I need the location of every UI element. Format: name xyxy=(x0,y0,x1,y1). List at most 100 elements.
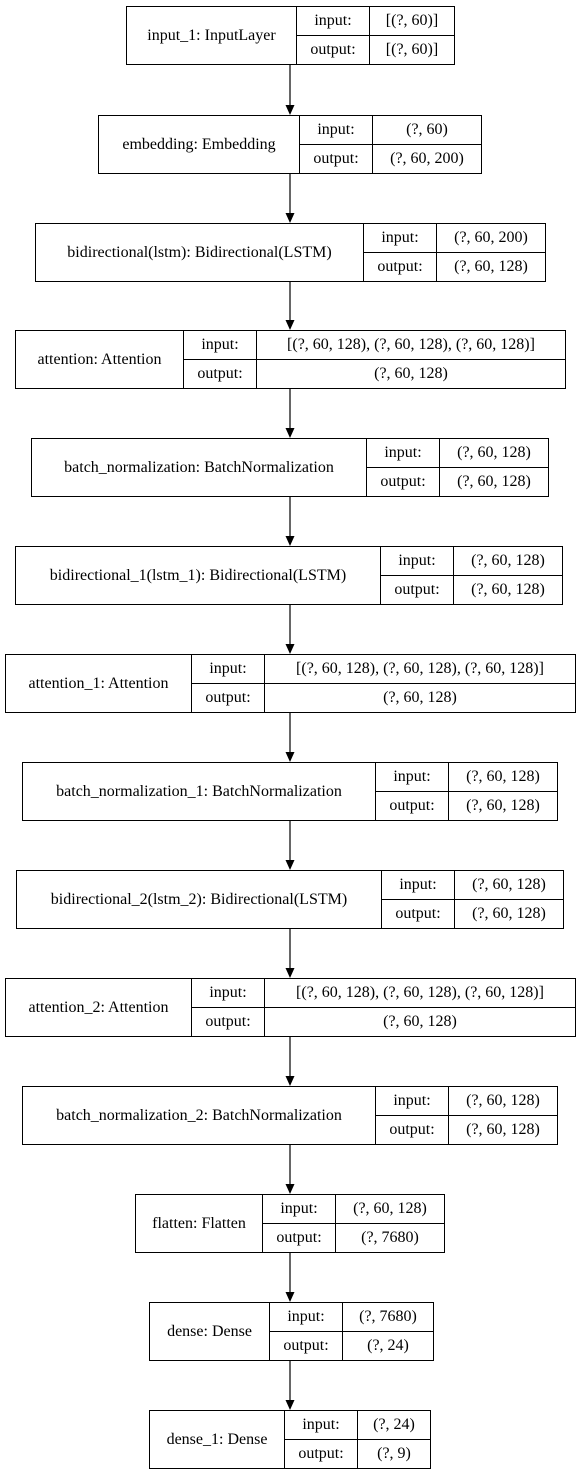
layer-io-table: input: (?, 60, 128) output: (?, 60, 128) xyxy=(381,547,562,604)
layer-io-table: input: (?, 60, 128) output: (?, 60, 128) xyxy=(382,871,563,928)
layer-io-table: input: [(?, 60, 128), (?, 60, 128), (?, … xyxy=(192,655,575,712)
output-row: output: (?, 60, 128) xyxy=(381,576,562,604)
edge-arrow xyxy=(285,1037,295,1086)
input-label: input: xyxy=(263,1195,336,1223)
input-row: input: (?, 60, 200) xyxy=(364,224,545,253)
layer-name: bidirectional(lstm): Bidirectional(LSTM) xyxy=(36,224,364,281)
input-shape: [(?, 60, 128), (?, 60, 128), (?, 60, 128… xyxy=(287,336,535,353)
output-row: output: [(?, 60)] xyxy=(297,36,454,64)
input-label: input: xyxy=(297,7,370,35)
input-row: input: (?, 60, 128) xyxy=(382,871,563,900)
layer-name: batch_normalization_2: BatchNormalizatio… xyxy=(23,1087,376,1144)
output-row: output: (?, 60, 128) xyxy=(364,253,545,281)
output-label: output: xyxy=(367,468,440,496)
output-shape: (?, 60, 200) xyxy=(390,150,464,167)
edge-arrow xyxy=(285,605,295,654)
output-label: output: xyxy=(270,1332,343,1360)
edge-arrow xyxy=(285,821,295,870)
layer-io-table: input: (?, 60, 128) output: (?, 60, 128) xyxy=(367,439,548,496)
arrowhead-icon xyxy=(285,320,295,330)
layer-name: flatten: Flatten xyxy=(136,1195,263,1252)
edge-arrow xyxy=(285,1361,295,1410)
input-label: input: xyxy=(184,331,257,359)
edge-arrow xyxy=(285,282,295,330)
input-row: input: (?, 60, 128) xyxy=(263,1195,444,1224)
arrowhead-icon xyxy=(285,752,295,762)
arrowhead-icon xyxy=(285,1292,295,1302)
layer-io-table: input: [(?, 60)] output: [(?, 60)] xyxy=(297,7,454,64)
input-row: input: [(?, 60, 128), (?, 60, 128), (?, … xyxy=(192,979,575,1008)
edge-arrow xyxy=(285,1145,295,1194)
edge-arrow xyxy=(285,929,295,978)
output-row: output: (?, 60, 128) xyxy=(192,1008,575,1036)
layer-node-batch-normalization-2: batch_normalization_2: BatchNormalizatio… xyxy=(22,1086,558,1145)
arrowhead-icon xyxy=(285,1184,295,1194)
input-label: input: xyxy=(381,547,454,575)
input-label: input: xyxy=(382,871,455,899)
input-label: input: xyxy=(192,979,265,1007)
layer-node-flatten: flatten: Flatten input: (?, 60, 128) out… xyxy=(135,1194,445,1253)
arrowhead-icon xyxy=(285,1400,295,1410)
output-label: output: xyxy=(184,360,257,388)
output-label: output: xyxy=(263,1224,336,1252)
input-label: input: xyxy=(376,1087,449,1115)
input-label: input: xyxy=(192,655,265,683)
output-shape: (?, 9) xyxy=(377,1445,411,1462)
output-row: output: (?, 7680) xyxy=(263,1224,444,1252)
input-row: input: (?, 60, 128) xyxy=(381,547,562,576)
input-row: input: (?, 24) xyxy=(285,1411,430,1440)
output-shape: (?, 60, 128) xyxy=(374,365,448,382)
layer-io-table: input: (?, 60, 128) output: (?, 60, 128) xyxy=(376,1087,557,1144)
input-row: input: [(?, 60, 128), (?, 60, 128), (?, … xyxy=(192,655,575,684)
edge-arrow xyxy=(285,65,295,115)
input-shape: (?, 7680) xyxy=(359,1308,417,1325)
arrowhead-icon xyxy=(285,1076,295,1086)
input-shape: (?, 60, 128) xyxy=(353,1200,427,1217)
layer-name: embedding: Embedding xyxy=(99,116,300,173)
arrowhead-icon xyxy=(285,536,295,546)
input-shape: (?, 24) xyxy=(373,1416,415,1433)
arrowhead-icon xyxy=(285,644,295,654)
layer-name: batch_normalization: BatchNormalization xyxy=(32,439,367,496)
edge-arrow xyxy=(285,1253,295,1302)
input-row: input: [(?, 60, 128), (?, 60, 128), (?, … xyxy=(184,331,565,360)
input-shape: (?, 60, 128) xyxy=(471,552,545,569)
output-shape: (?, 60, 128) xyxy=(454,258,528,275)
input-row: input: (?, 60) xyxy=(300,116,481,145)
input-label: input: xyxy=(300,116,373,144)
output-label: output: xyxy=(364,253,437,281)
output-shape: (?, 60, 128) xyxy=(471,581,545,598)
input-shape: (?, 60, 200) xyxy=(454,229,528,246)
input-label: input: xyxy=(270,1303,343,1331)
layer-name: dense: Dense xyxy=(150,1303,270,1360)
layer-node-bidirectional: bidirectional(lstm): Bidirectional(LSTM)… xyxy=(35,223,546,282)
output-shape: (?, 60, 128) xyxy=(466,797,540,814)
layer-io-table: input: (?, 60, 128) output: (?, 60, 128) xyxy=(376,763,557,820)
layer-node-batch-normalization: batch_normalization: BatchNormalization … xyxy=(31,438,549,497)
output-row: output: (?, 60, 128) xyxy=(376,792,557,820)
output-shape: (?, 7680) xyxy=(361,1229,419,1246)
layer-io-table: input: (?, 60, 128) output: (?, 7680) xyxy=(263,1195,444,1252)
output-label: output: xyxy=(382,900,455,928)
layer-node-embedding: embedding: Embedding input: (?, 60) outp… xyxy=(98,115,482,174)
input-row: input: [(?, 60)] xyxy=(297,7,454,36)
output-row: output: (?, 24) xyxy=(270,1332,433,1360)
input-shape: [(?, 60, 128), (?, 60, 128), (?, 60, 128… xyxy=(296,984,544,1001)
output-shape: (?, 60, 128) xyxy=(472,905,546,922)
layer-node-attention-1: attention_1: Attention input: [(?, 60, 1… xyxy=(5,654,576,713)
input-row: input: (?, 7680) xyxy=(270,1303,433,1332)
input-row: input: (?, 60, 128) xyxy=(367,439,548,468)
output-label: output: xyxy=(376,792,449,820)
output-label: output: xyxy=(376,1116,449,1144)
arrowhead-icon xyxy=(285,213,295,223)
layer-io-table: input: [(?, 60, 128), (?, 60, 128), (?, … xyxy=(184,331,565,388)
output-shape: (?, 60, 128) xyxy=(383,1013,457,1030)
edge-arrow xyxy=(285,713,295,762)
arrowhead-icon xyxy=(285,860,295,870)
layer-node-bidirectional-1: bidirectional_1(lstm_1): Bidirectional(L… xyxy=(15,546,563,605)
output-row: output: (?, 60, 128) xyxy=(192,684,575,712)
input-shape: [(?, 60)] xyxy=(385,12,439,29)
layer-node-dense-1: dense_1: Dense input: (?, 24) output: (?… xyxy=(149,1410,431,1469)
output-shape: [(?, 60)] xyxy=(385,41,439,58)
